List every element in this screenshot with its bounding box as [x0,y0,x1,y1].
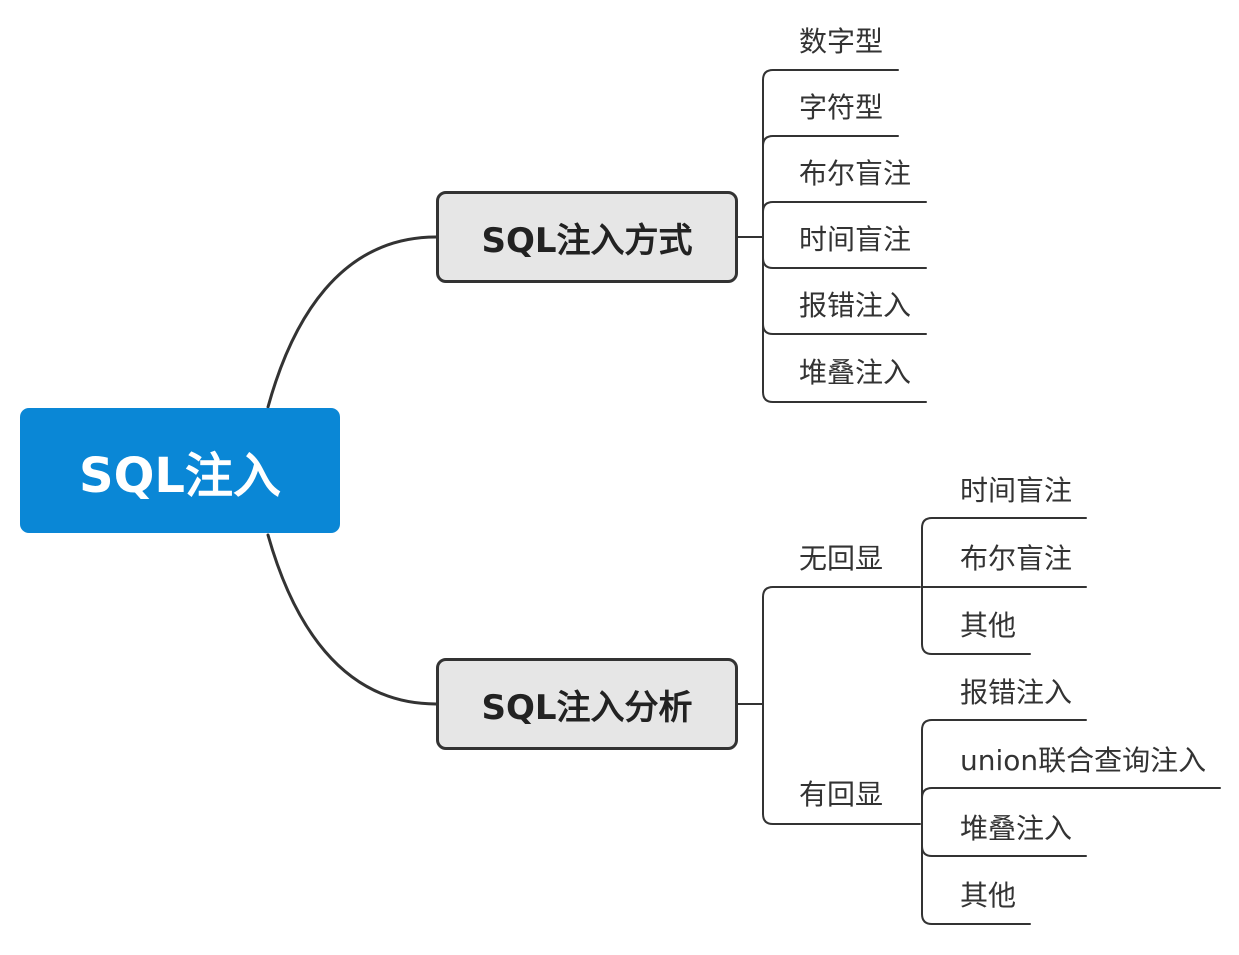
underline-method-1 [762,69,899,81]
branch-injection-methods-label: SQL注入方式 [481,220,693,261]
leaf-error-based[interactable]: 报错注入 [799,289,912,322]
underline-echo-3 [921,845,1087,857]
underline-no-echo-3 [921,643,1031,655]
branch-injection-methods[interactable]: SQL注入方式 [436,191,738,283]
leaf-boolean-blind[interactable]: 布尔盲注 [799,157,912,190]
underline-echo [762,813,921,825]
underline-echo-2 [921,787,1221,799]
leaf-time-blind[interactable]: 时间盲注 [799,223,912,256]
underline-no-echo-1 [921,517,1087,529]
subbranch-no-echo[interactable]: 无回显 [799,542,884,575]
leaf-no-echo-boolean-blind[interactable]: 布尔盲注 [960,542,1073,575]
root-topic[interactable]: SQL注入 [20,408,340,533]
underline-method-4 [762,257,927,269]
leaf-no-echo-other[interactable]: 其他 [960,609,1017,642]
underline-echo-1 [921,719,1087,731]
leaf-echo-stacked[interactable]: 堆叠注入 [960,812,1073,845]
leaf-echo-union-query[interactable]: union联合查询注入 [960,744,1207,777]
leaf-echo-other[interactable]: 其他 [960,879,1017,912]
branch-injection-analysis-label: SQL注入分析 [481,687,693,728]
leaf-no-echo-time-blind[interactable]: 时间盲注 [960,474,1073,507]
connector-root-to-analysis [266,533,438,706]
connector-root-to-method [266,235,438,409]
leaf-string[interactable]: 字符型 [799,91,884,124]
underline-no-echo [762,586,921,598]
underline-method-3 [762,201,927,213]
underline-method-2 [762,135,899,147]
leaf-stacked[interactable]: 堆叠注入 [799,356,912,389]
subbranch-echo[interactable]: 有回显 [799,778,884,811]
underline-method-6 [762,391,927,403]
underline-echo-4 [921,913,1031,925]
branch-injection-analysis[interactable]: SQL注入分析 [436,658,738,750]
underline-method-5 [762,323,927,335]
leaf-numeric[interactable]: 数字型 [799,25,884,58]
leaf-echo-error-based[interactable]: 报错注入 [960,676,1073,709]
root-topic-label: SQL注入 [79,447,281,504]
